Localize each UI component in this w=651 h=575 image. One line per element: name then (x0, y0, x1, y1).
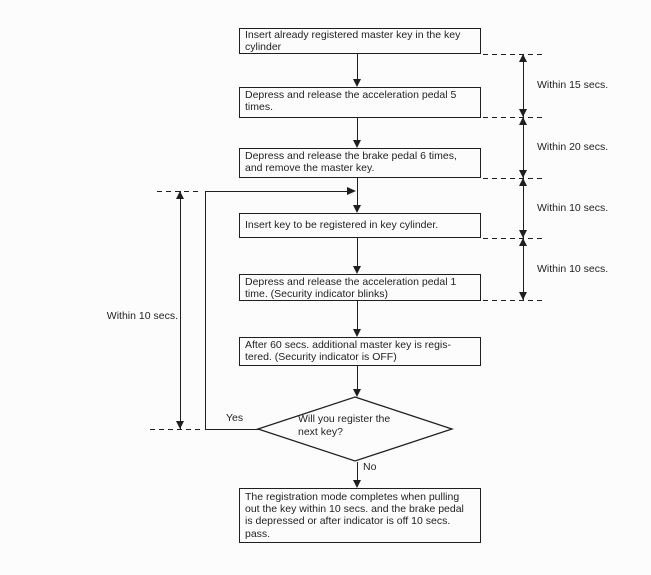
loop-line-bottom (205, 429, 259, 430)
connector-line (357, 462, 358, 480)
connector-line (357, 54, 358, 79)
extension-line-dashed (150, 429, 204, 430)
arrowhead-up-icon (176, 191, 184, 199)
arrowhead-down-icon (353, 480, 361, 488)
step-text-line: Depress and release the acceleration ped… (245, 276, 457, 288)
decision-text-line: next key? (298, 425, 343, 438)
step-text-line: Insert key to be registered in key cylin… (245, 219, 439, 231)
arrowhead-up-icon (519, 54, 527, 62)
arrowhead-up-icon (519, 117, 527, 125)
step-text-line: out the key within 10 secs. and the brak… (245, 503, 464, 516)
arrowhead-down-icon (519, 292, 527, 300)
connector-line (357, 301, 358, 329)
extension-line-dashed (483, 238, 545, 239)
step-text-line: After 60 secs. additional master key is … (245, 339, 452, 351)
arrowhead-right-icon (347, 187, 356, 195)
measure-line-left (180, 191, 181, 429)
step-text-line: cylinder (245, 40, 282, 53)
loop-line-top (205, 191, 347, 192)
timer-label-10s: Within 10 secs. (537, 263, 609, 275)
timer-label-10s: Within 10 secs. (537, 202, 609, 214)
timer-label-15s: Within 15 secs. (537, 79, 609, 91)
arrowhead-down-icon (519, 230, 527, 238)
arrowhead-down-icon (519, 170, 527, 178)
decision-text: Will you register the next key? (298, 413, 390, 438)
arrowhead-down-icon (353, 389, 361, 397)
step-box-acceleration-pedal-5: Depress and release the acceleration ped… (239, 87, 481, 118)
arrowhead-down-icon (353, 140, 361, 148)
step-text-line: Depress and release the acceleration ped… (245, 89, 457, 101)
step-text-line: The registration mode completes when pul… (245, 491, 460, 503)
connector-line (357, 178, 358, 205)
connector-line (357, 366, 358, 389)
step-text-line: time. (Security indicator blinks) (245, 287, 388, 300)
step-box-registration-complete: The registration mode completes when pul… (239, 488, 481, 543)
arrowhead-down-icon (519, 109, 527, 117)
timer-label-left: Within 10 secs. (106, 310, 178, 322)
step-text-line: tered. (Security indicator is OFF) (245, 350, 397, 363)
connector-line (357, 238, 358, 266)
arrowhead-down-icon (353, 205, 361, 213)
arrowhead-down-icon (353, 329, 361, 337)
extension-line-dashed (483, 300, 545, 301)
arrowhead-up-icon (519, 238, 527, 246)
loop-line-vertical (205, 191, 206, 430)
step-text-line: times. (245, 100, 274, 113)
branch-label-yes: Yes (226, 412, 244, 424)
step-box-key-registered: After 60 secs. additional master key is … (239, 337, 481, 366)
extension-line-dashed (483, 117, 545, 118)
arrowhead-down-icon (353, 79, 361, 87)
arrowhead-down-icon (176, 421, 184, 429)
arrowhead-down-icon (353, 266, 361, 274)
step-text-line: Insert already registered master key in … (245, 29, 461, 41)
step-box-acceleration-pedal-1: Depress and release the acceleration ped… (239, 274, 481, 301)
step-text-line: is depressed or after indicator is off 1… (245, 515, 451, 528)
step-box-insert-master-key: Insert already registered master key in … (239, 28, 481, 54)
extension-line-dashed (483, 54, 545, 55)
step-box-insert-new-key: Insert key to be registered in key cylin… (239, 213, 481, 238)
step-text-line: Depress and release the brake pedal 6 ti… (245, 150, 457, 162)
step-box-brake-pedal-6: Depress and release the brake pedal 6 ti… (239, 148, 481, 178)
decision-text-line: Will you register the (298, 413, 391, 425)
decision-diamond (256, 396, 454, 462)
timer-label-20s: Within 20 secs. (537, 141, 609, 153)
arrowhead-up-icon (519, 178, 527, 186)
branch-label-no: No (363, 461, 377, 473)
extension-line-dashed (483, 178, 545, 179)
step-text-line: pass. (245, 527, 271, 540)
connector-line (357, 117, 358, 140)
step-text-line: and remove the master key. (245, 161, 375, 174)
